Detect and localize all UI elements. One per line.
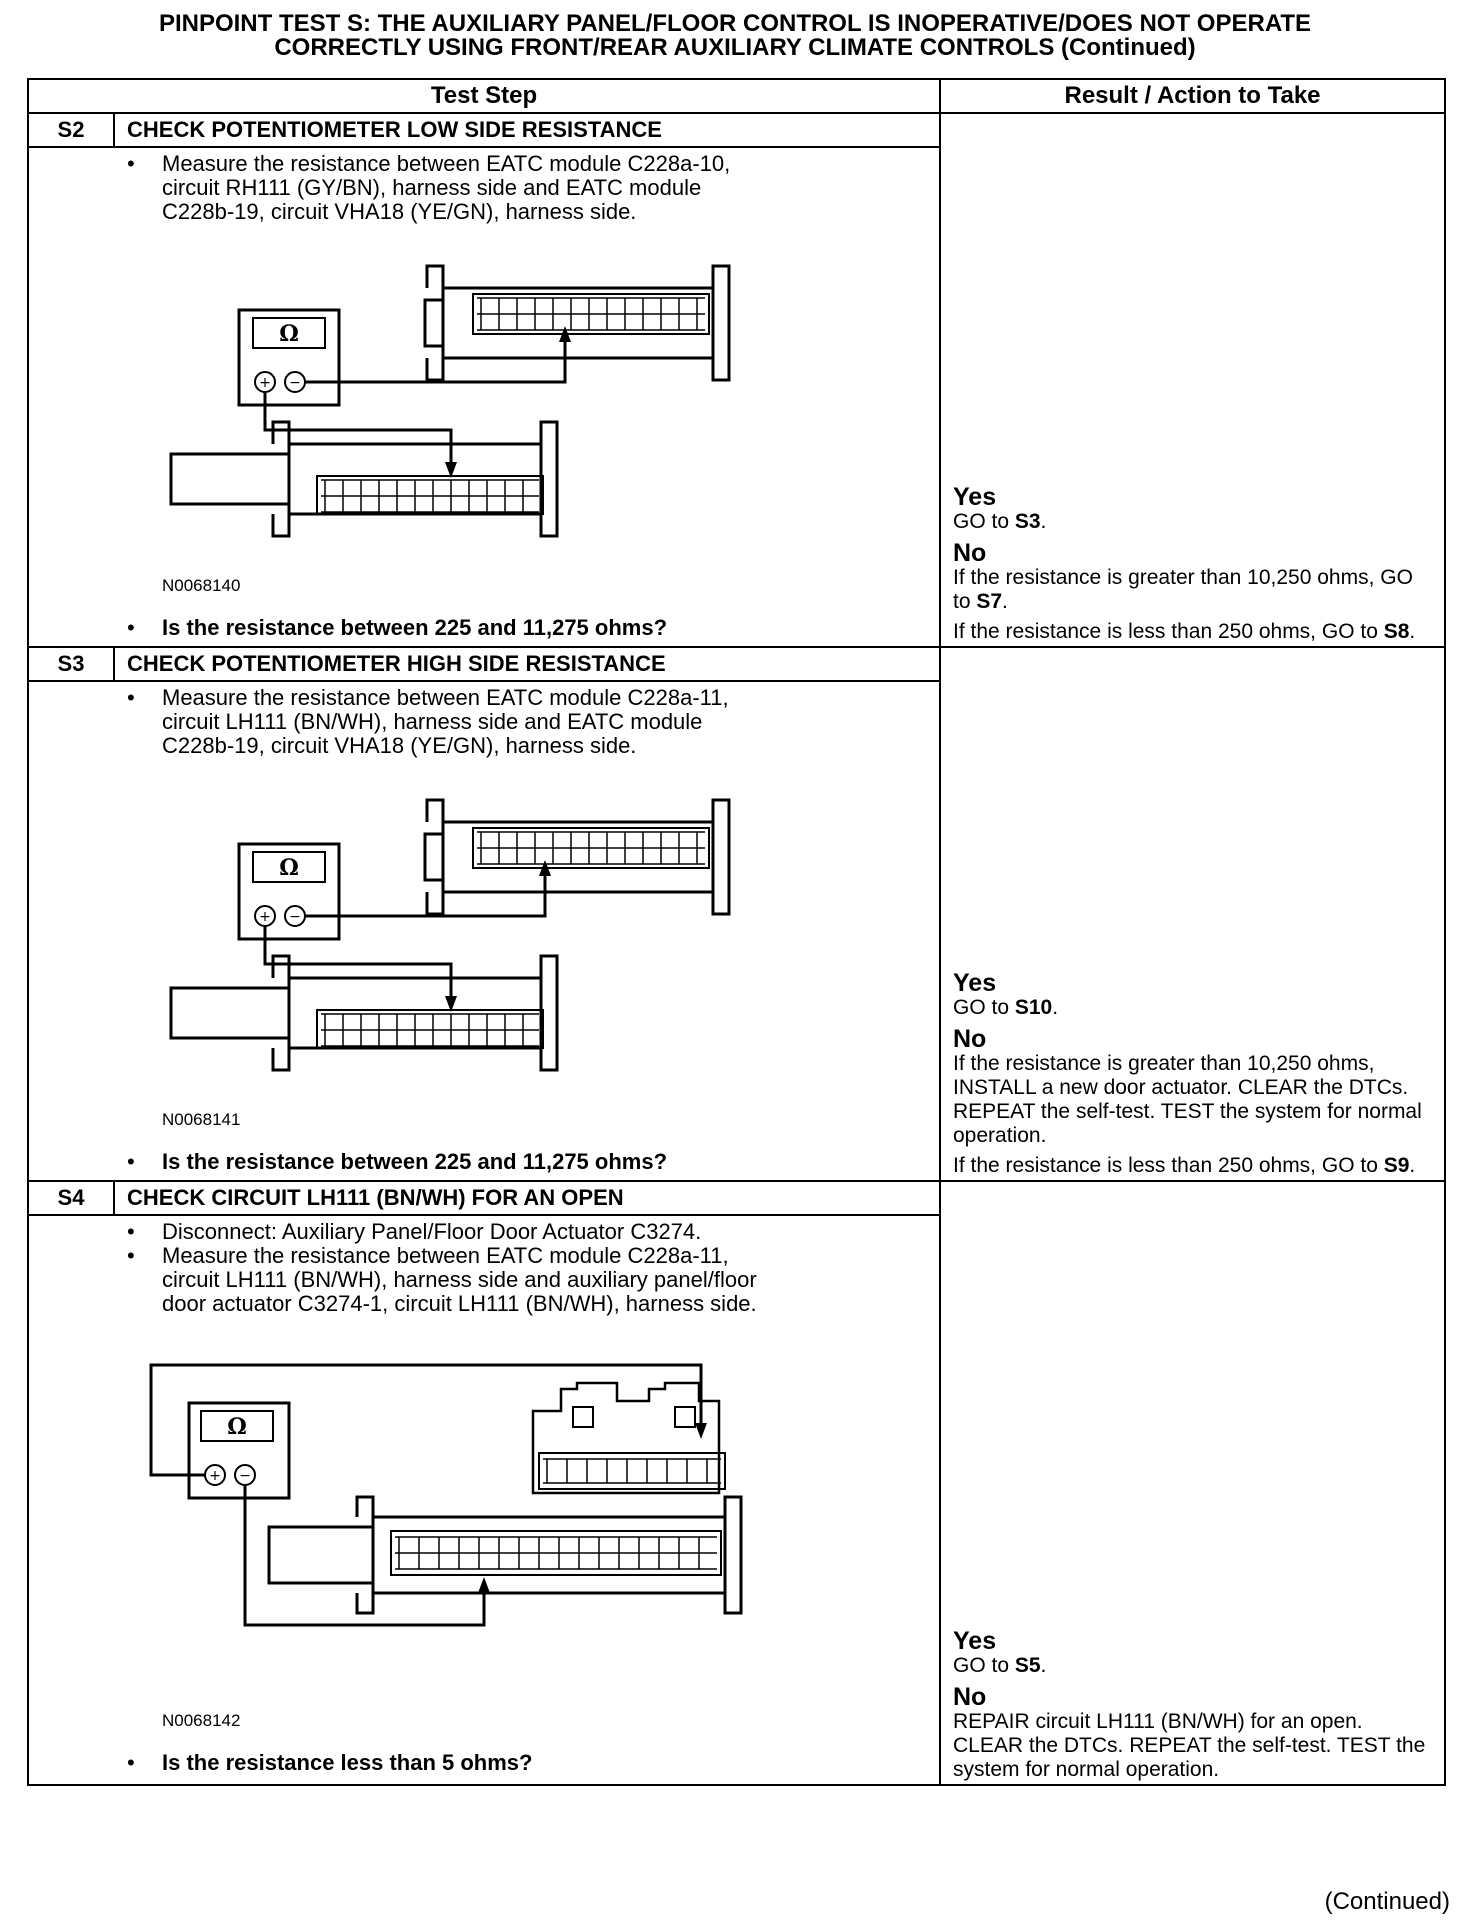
step-title: CHECK POTENTIOMETER HIGH SIDE RESISTANCE xyxy=(113,646,941,682)
header-test-step: Test Step xyxy=(27,78,941,114)
yes-label: Yes xyxy=(953,1627,997,1655)
yes-action: GO to xyxy=(953,996,1015,1019)
pin-grid-upper xyxy=(477,297,705,331)
header-result: Result / Action to Take xyxy=(939,78,1446,114)
no-label: No xyxy=(953,1025,987,1053)
step-s4-body: Disconnect: Auxiliary Panel/Floor Door A… xyxy=(27,1214,941,1786)
step-title: CHECK CIRCUIT LH111 (BN/WH) FOR AN OPEN xyxy=(113,1180,941,1216)
instruction-item: Measure the resistance between EATC modu… xyxy=(29,686,762,758)
yes-label: Yes xyxy=(953,969,997,997)
no-action-1: If the resistance is greater than 10,250… xyxy=(953,1052,1422,1147)
result-block: Yes GO to S5. No REPAIR circuit LH111 (B… xyxy=(953,1628,1433,1782)
yes-label: Yes xyxy=(953,483,997,511)
yes-action: GO to xyxy=(953,1654,1015,1677)
instruction-item: Measure the resistance between EATC modu… xyxy=(29,1244,762,1316)
yes-target: S3 xyxy=(1014,510,1041,533)
instruction-list: Measure the resistance between EATC modu… xyxy=(29,152,939,224)
wiring-diagram-s3: Ω + − xyxy=(169,798,731,1072)
plus-terminal: + xyxy=(259,375,271,391)
ohm-symbol: Ω xyxy=(227,1414,247,1440)
step-s4-result: Yes GO to S5. No REPAIR circuit LH111 (B… xyxy=(939,1180,1446,1786)
yes-target: S5 xyxy=(1014,1654,1041,1677)
minus-terminal: − xyxy=(289,909,301,925)
step-s3-title-row: S3 CHECK POTENTIOMETER HIGH SIDE RESISTA… xyxy=(27,646,1446,1182)
no-action-2: If the resistance is less than 250 ohms,… xyxy=(953,1154,1384,1177)
instruction-list: Disconnect: Auxiliary Panel/Floor Door A… xyxy=(29,1220,939,1316)
minus-terminal: − xyxy=(289,375,301,391)
question: Is the resistance between 225 and 11,275… xyxy=(29,1150,667,1175)
step-s4-body-row: Disconnect: Auxiliary Panel/Floor Door A… xyxy=(27,1214,1445,1786)
page-title: PINPOINT TEST S: THE AUXILIARY PANEL/FLO… xyxy=(20,12,1450,60)
instruction-item: Disconnect: Auxiliary Panel/Floor Door A… xyxy=(29,1220,762,1245)
step-s4-title-row: S4 CHECK CIRCUIT LH111 (BN/WH) FOR AN OP… xyxy=(27,1180,1446,1786)
step-title: CHECK POTENTIOMETER LOW SIDE RESISTANCE xyxy=(113,112,941,148)
wiring-diagram-s2: Ω + − xyxy=(169,264,731,538)
step-s3-body: Measure the resistance between EATC modu… xyxy=(27,680,941,1182)
no-target-2: S8 xyxy=(1383,620,1410,643)
figure-code: N0068141 xyxy=(162,1110,241,1129)
step-s2-title-row: S2 CHECK POTENTIOMETER LOW SIDE RESISTAN… xyxy=(27,112,1446,648)
pin-grid-upper xyxy=(477,831,705,865)
yes-target: S10 xyxy=(1014,996,1053,1019)
no-action-1: REPAIR circuit LH111 (BN/WH) for an open… xyxy=(953,1710,1426,1781)
step-s2-result: Yes GO to S3. No If the resistance is gr… xyxy=(939,112,1446,648)
table-header-row: Test Step Result / Action to Take xyxy=(27,78,1446,114)
step-s3-result: Yes GO to S10. No If the resistance is g… xyxy=(939,646,1446,1182)
pinpoint-test-table: Test Step Result / Action to Take S2 CHE… xyxy=(27,78,1446,1786)
yes-action: GO to xyxy=(953,510,1015,533)
no-action-2: If the resistance is less than 250 ohms,… xyxy=(953,620,1384,643)
wiring-diagram-s4: Ω + − xyxy=(149,1363,743,1627)
ohm-symbol: Ω xyxy=(279,855,299,881)
figure-code: N0068142 xyxy=(162,1711,241,1730)
step-number: S2 xyxy=(27,112,115,148)
pin-grid-lower xyxy=(321,1013,539,1047)
step-number: S4 xyxy=(27,1180,115,1216)
step-s2-body-row: Measure the resistance between EATC modu… xyxy=(27,146,1445,648)
plus-terminal: + xyxy=(259,909,271,925)
no-target-1: S7 xyxy=(976,590,1003,613)
result-block: Yes GO to S10. No If the resistance is g… xyxy=(953,970,1433,1178)
step-number: S3 xyxy=(27,646,115,682)
no-label: No xyxy=(953,539,987,567)
question: Is the resistance between 225 and 11,275… xyxy=(29,616,667,641)
step-s3-body-row: Measure the resistance between EATC modu… xyxy=(27,680,1445,1182)
continued-label: (Continued) xyxy=(1324,1888,1450,1915)
ohm-symbol: Ω xyxy=(279,321,299,347)
title-line-2: CORRECTLY USING FRONT/REAR AUXILIARY CLI… xyxy=(274,34,1196,61)
result-block: Yes GO to S3. No If the resistance is gr… xyxy=(953,484,1433,644)
no-label: No xyxy=(953,1683,987,1711)
plus-terminal: + xyxy=(209,1468,221,1484)
actuator-pins xyxy=(543,1458,721,1484)
step-s2-body: Measure the resistance between EATC modu… xyxy=(27,146,941,648)
no-action-1: If the resistance is greater than 10,250… xyxy=(953,566,1413,613)
pin-grid-lower xyxy=(395,1536,717,1570)
instruction-list: Measure the resistance between EATC modu… xyxy=(29,686,939,758)
no-target-2: S9 xyxy=(1383,1154,1410,1177)
question: Is the resistance less than 5 ohms? xyxy=(29,1751,532,1776)
title-line-1: PINPOINT TEST S: THE AUXILIARY PANEL/FLO… xyxy=(158,10,1312,37)
instruction-item: Measure the resistance between EATC modu… xyxy=(29,152,762,224)
minus-terminal: − xyxy=(239,1468,251,1484)
pin-grid-lower xyxy=(321,479,539,513)
figure-code: N0068140 xyxy=(162,576,241,595)
